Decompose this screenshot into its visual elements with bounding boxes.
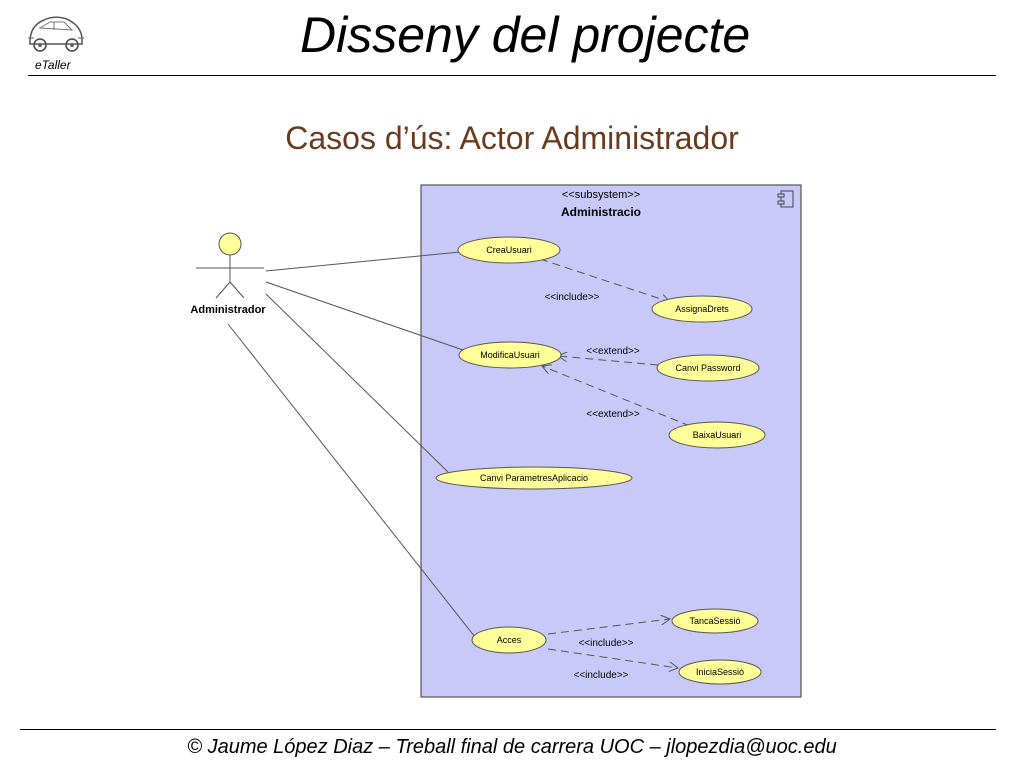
include-label-3: <<include>> [573, 670, 628, 681]
svg-text:IniciaSessió: IniciaSessió [696, 667, 744, 677]
association-canvi-parametres [265, 293, 449, 473]
svg-text:BaixaUsuari: BaixaUsuari [693, 430, 742, 440]
car-icon [28, 16, 84, 52]
footer-credits: © Jaume López Diaz – Treball final de ca… [187, 736, 837, 758]
svg-text:Canvi Password: Canvi Password [675, 363, 740, 373]
svg-text:Acces: Acces [497, 635, 522, 645]
footer-divider [20, 729, 996, 730]
svg-text:Canvi ParametresAplicacio: Canvi ParametresAplicacio [480, 473, 588, 483]
extend-arrow-baixa-usuari [542, 366, 691, 427]
include-arrow-inicia-sessio [547, 648, 678, 668]
use-case-baixa-usuari: BaixaUsuari [668, 421, 766, 449]
svg-text:TancaSessió: TancaSessió [689, 616, 740, 626]
extend-arrow-canvi-password [558, 356, 659, 366]
use-case-assigna-drets: AssignaDrets [651, 295, 753, 323]
actor-administrador [196, 232, 264, 299]
subsystem-stereotype: <<subsystem>> [562, 189, 640, 201]
logo-label: eTaller [35, 58, 71, 72]
include-arrow-assigna-drets [539, 258, 670, 302]
association-modifica-usuari [265, 281, 464, 351]
association-crea-usuari [265, 251, 461, 272]
component-icon [777, 190, 794, 208]
use-case-canvi-password: Canvi Password [656, 354, 760, 382]
include-label-2: <<include>> [578, 638, 633, 649]
svg-text:AssignaDrets: AssignaDrets [675, 304, 729, 314]
svg-text:CreaUsuari: CreaUsuari [486, 245, 532, 255]
association-acces [227, 323, 476, 638]
subsystem-name: Administracio [561, 205, 641, 219]
use-case-canvi-parametres: Canvi ParametresAplicacio [435, 466, 633, 490]
use-case-crea-usuari: CreaUsuari [457, 236, 561, 264]
include-arrow-tanca-sessio [547, 619, 670, 635]
etaller-logo: eTaller [18, 8, 98, 74]
include-label-1: <<include>> [544, 292, 599, 303]
svg-text:ModificaUsuari: ModificaUsuari [480, 350, 540, 360]
use-case-modifica-usuari: ModificaUsuari [458, 341, 562, 369]
extend-label-1: <<extend>> [586, 346, 640, 357]
page-title: Disseny del projecte [300, 7, 751, 63]
use-case-diagram: <<subsystem>> Administracio Administrado… [190, 184, 802, 698]
use-case-tanca-sessio: TancaSessió [671, 608, 759, 634]
extend-label-2: <<extend>> [586, 409, 640, 420]
header-divider [28, 75, 996, 76]
actor-head [218, 232, 242, 256]
actor-label: Administrador [190, 304, 266, 316]
use-case-acces: Acces [471, 626, 547, 654]
slide-subtitle: Casos d’ús: Actor Administrador [285, 120, 739, 156]
use-case-inicia-sessio: IniciaSessió [678, 659, 762, 685]
